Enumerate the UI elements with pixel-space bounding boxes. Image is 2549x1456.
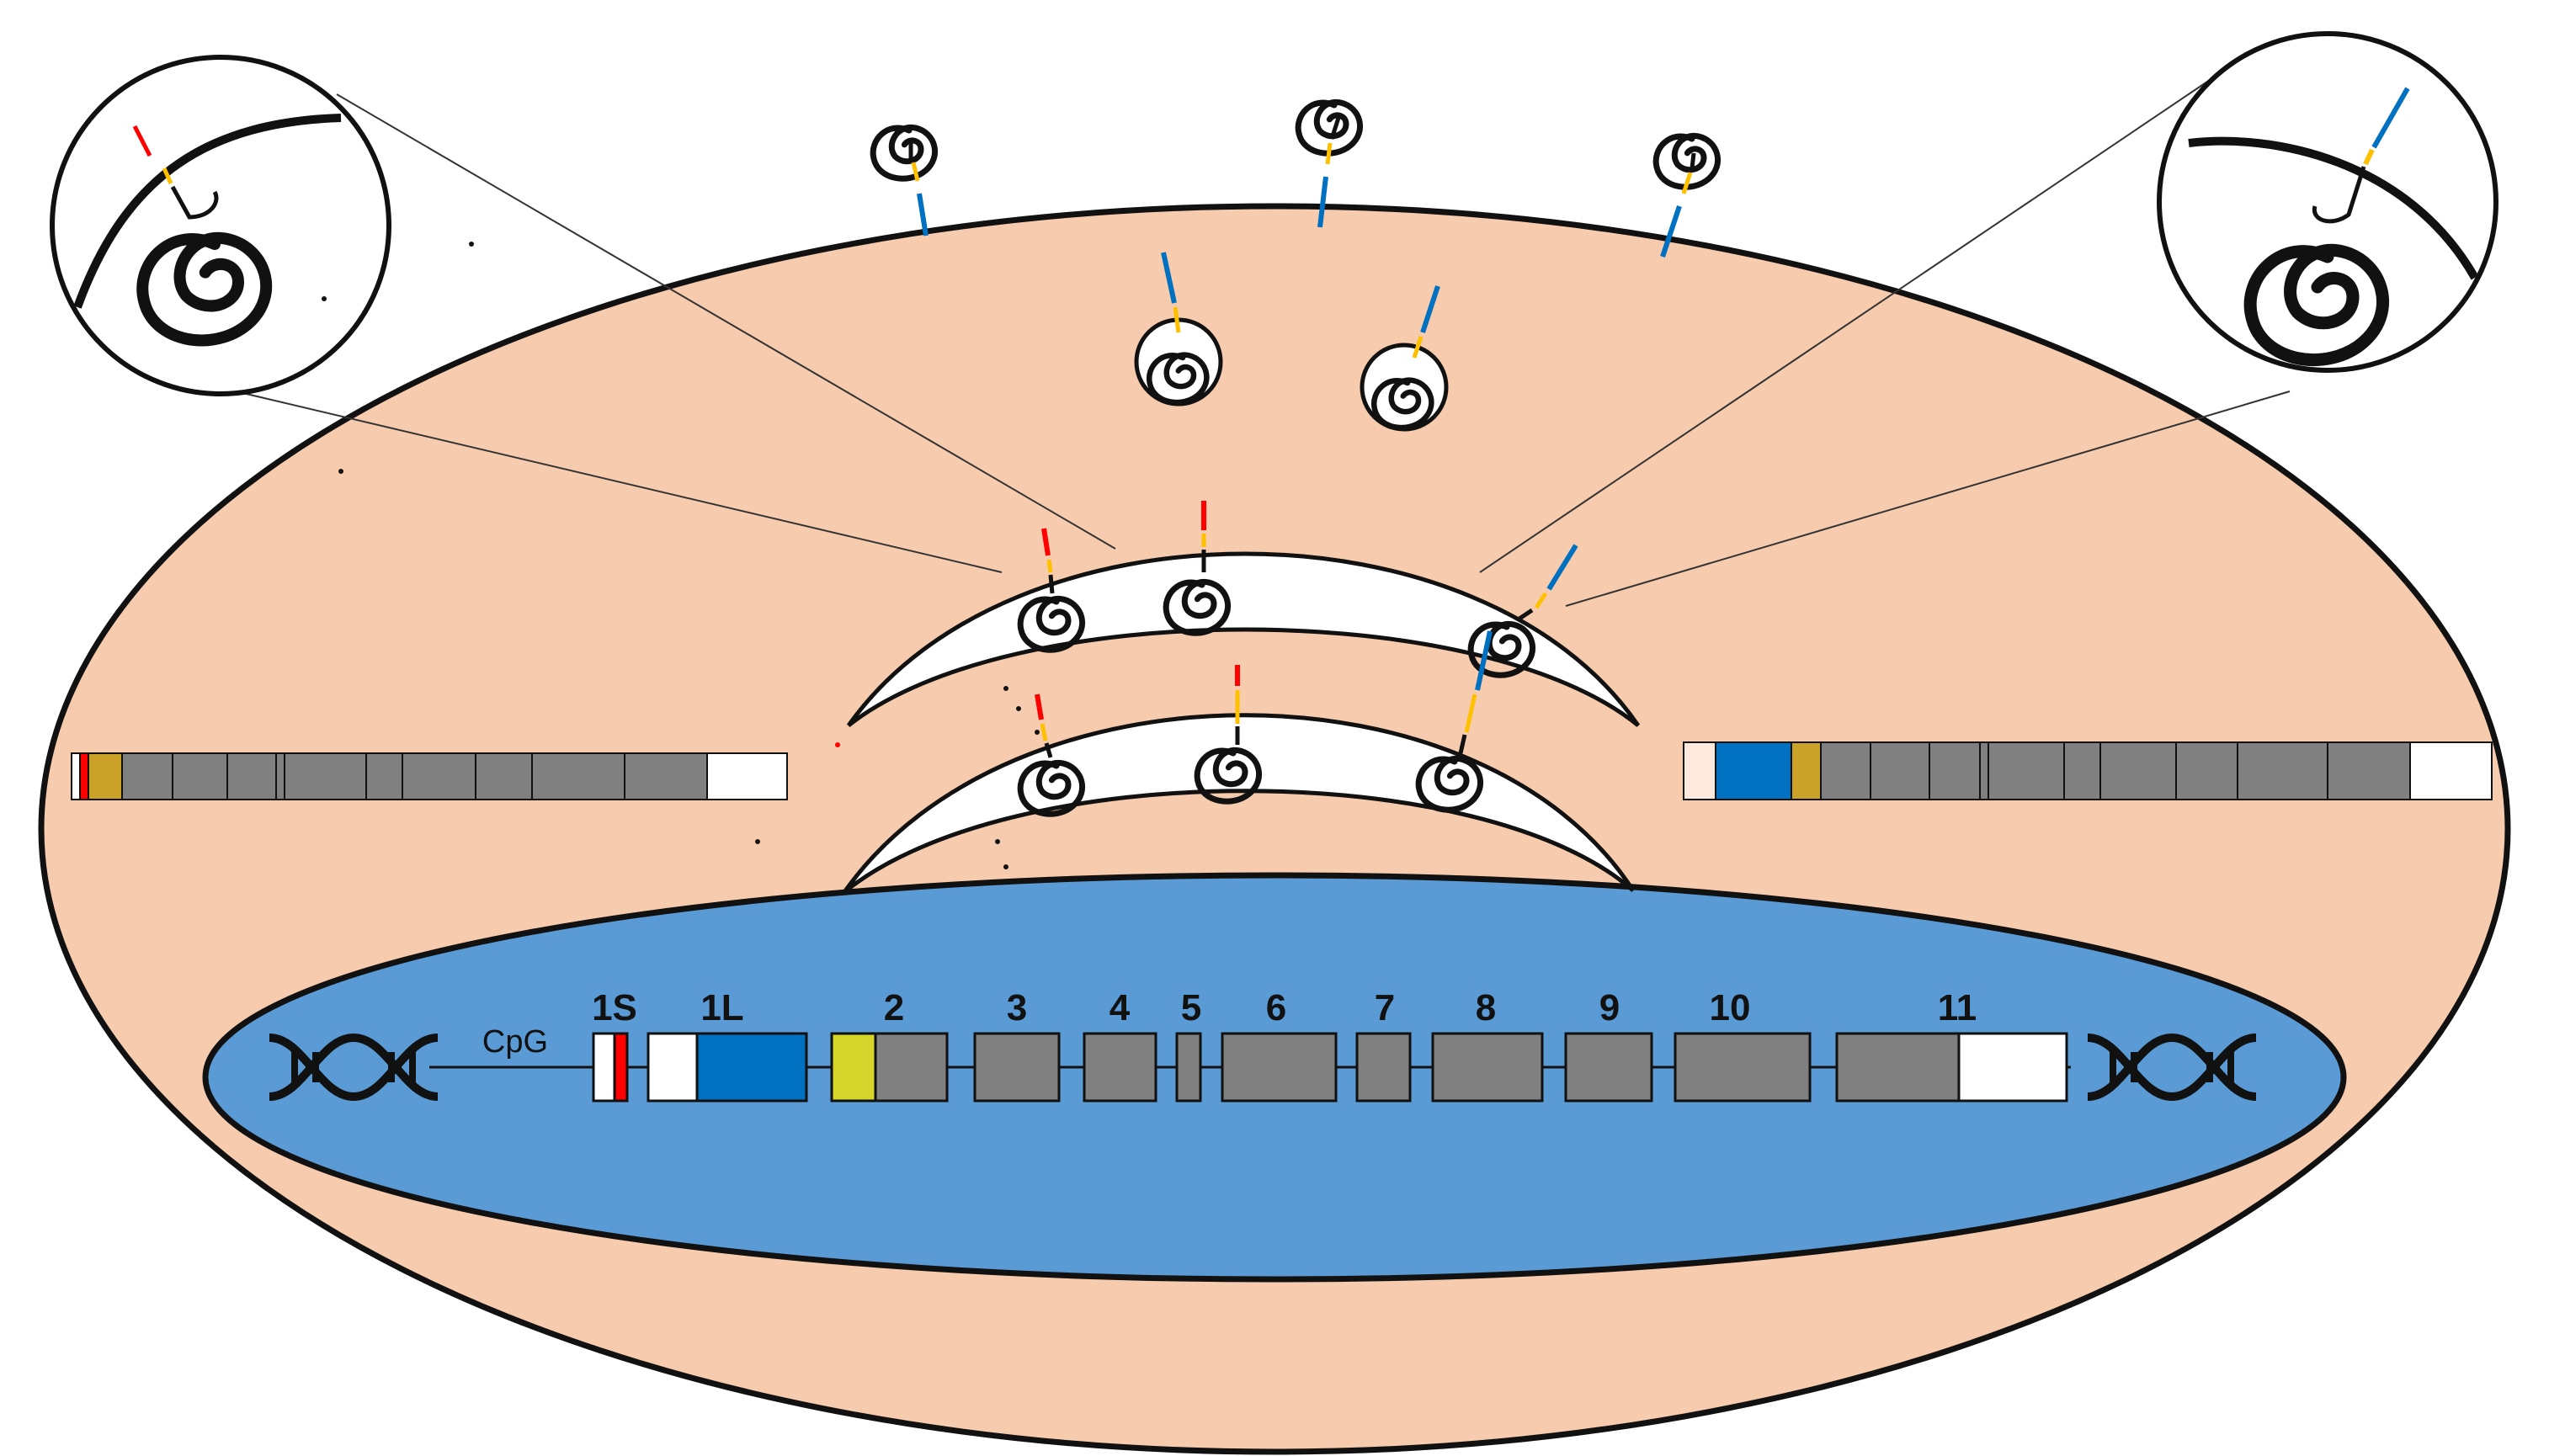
svg-text:5: 5 <box>1181 987 1201 1028</box>
er-proteins <box>1020 501 1578 814</box>
exon-9 <box>1564 1032 1653 1103</box>
svg-text:7: 7 <box>1375 987 1395 1028</box>
svg-text:9: 9 <box>1599 987 1620 1028</box>
svg-text:1L: 1L <box>700 987 743 1028</box>
vesicle-right <box>1360 285 1449 432</box>
exon-2 <box>830 1032 877 1103</box>
scatter-dots <box>322 242 1040 869</box>
protein-top-1 <box>873 127 934 236</box>
secreted-proteins <box>873 102 1717 258</box>
cpg-label: CpG <box>482 1024 548 1060</box>
exon-1s <box>592 1032 616 1103</box>
exon-11 <box>1835 1032 1961 1103</box>
transcript-right <box>1683 741 2493 800</box>
exon-4 <box>1083 1032 1157 1103</box>
zoom-circle-left <box>50 55 391 396</box>
exon-6 <box>1221 1032 1338 1103</box>
svg-text:11: 11 <box>1938 987 1977 1028</box>
exon-7 <box>1355 1032 1412 1103</box>
exon-10 <box>1674 1032 1812 1103</box>
svg-text:1S: 1S <box>592 987 637 1028</box>
gene-structure: CpG 1S 1L 2 3 4 5 6 7 8 9 <box>269 987 2256 1103</box>
vesicle-left <box>1134 252 1223 407</box>
protein-top-2 <box>1298 102 1360 228</box>
svg-text:2: 2 <box>884 987 904 1028</box>
svg-text:4: 4 <box>1110 987 1131 1028</box>
exon-3 <box>973 1032 1061 1103</box>
exon-1l <box>647 1032 699 1103</box>
svg-text:3: 3 <box>1007 987 1027 1028</box>
svg-text:6: 6 <box>1266 987 1286 1028</box>
exon-8 <box>1431 1032 1544 1103</box>
zoom-circle-right <box>2157 31 2498 373</box>
zoom-guide-lines <box>235 79 2291 607</box>
svg-text:8: 8 <box>1476 987 1496 1028</box>
exon-5 <box>1175 1032 1202 1103</box>
protein-top-3 <box>1656 136 1717 258</box>
svg-text:10: 10 <box>1710 987 1751 1028</box>
transcript-left <box>71 752 788 800</box>
